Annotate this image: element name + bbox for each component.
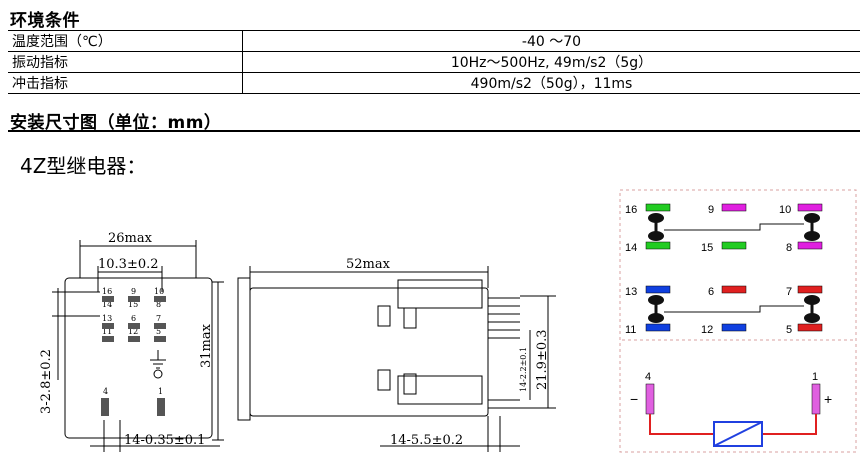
side-view-outline bbox=[249, 287, 489, 417]
coil-pin-left bbox=[645, 383, 655, 415]
schematic-pin-label: 7 bbox=[786, 286, 792, 298]
front-height-dim: 31max bbox=[199, 323, 214, 368]
relay-title: 4Z型继电器： bbox=[20, 154, 147, 178]
front-pin-dim: 14-0.35±0.1 bbox=[124, 433, 205, 448]
schematic-pin-label: 1 bbox=[812, 371, 818, 383]
front-view bbox=[52, 240, 224, 452]
schematic-pin-label: 11 bbox=[625, 324, 636, 336]
row-label: 冲击指标 bbox=[8, 72, 243, 94]
front-pin-label: 14 bbox=[102, 300, 112, 309]
schematic-pin-label: 15 bbox=[701, 242, 713, 254]
schematic-pin-label: 4 bbox=[645, 371, 651, 383]
schematic-pin-label: 10 bbox=[779, 204, 791, 216]
front-pin-label: 4 bbox=[103, 387, 108, 396]
schematic-pin-label: 14 bbox=[625, 242, 637, 254]
front-view-outline bbox=[64, 277, 213, 439]
front-pin-label: 9 bbox=[131, 287, 136, 296]
schematic-pin-label: 6 bbox=[708, 286, 714, 298]
front-pin-label: 1 bbox=[158, 387, 163, 396]
front-pin-label: 6 bbox=[131, 314, 136, 323]
table-row: 振动指标 10Hz～500Hz, 49m/s2（5g） bbox=[8, 51, 860, 73]
coil-pin-right bbox=[811, 383, 821, 415]
schematic-pin-label: 16 bbox=[625, 204, 637, 216]
schematic-frame bbox=[619, 189, 857, 453]
side-small-dim: 14-2.2±0.1 bbox=[519, 347, 528, 392]
schematic-pin-label: 5 bbox=[786, 324, 792, 336]
schematic-pin-label: 9 bbox=[708, 204, 714, 216]
schematic-pin-label: 8 bbox=[786, 242, 792, 254]
table-row: 温度范围（℃） -40 ～70 bbox=[8, 30, 860, 52]
front-pin-label: 10 bbox=[154, 287, 164, 296]
schematic-pin-label: 12 bbox=[701, 324, 713, 336]
front-pin-pads bbox=[101, 296, 166, 416]
front-pin-label: 13 bbox=[102, 314, 112, 323]
front-pin-label: 8 bbox=[156, 300, 161, 309]
row-value: 490m/s2（50g），11ms bbox=[242, 72, 860, 94]
schematic-pin-label: 13 bbox=[625, 286, 637, 298]
env-table: 温度范围（℃） -40 ～70 振动指标 10Hz～500Hz, 49m/s2（… bbox=[8, 30, 860, 94]
front-pitch-dim: 10.3±0.2 bbox=[98, 257, 159, 272]
section-divider bbox=[8, 130, 860, 132]
front-pin-label: 16 bbox=[102, 287, 112, 296]
plus-sign: + bbox=[824, 391, 832, 407]
dims-title: 安装尺寸图（单位：mm） bbox=[10, 113, 222, 133]
front-pitch-v-dim: 3-2.8±0.2 bbox=[39, 349, 54, 414]
side-pin-dim: 14-5.5±0.2 bbox=[390, 433, 463, 448]
front-width-dim: 26max bbox=[108, 231, 153, 246]
ground-icon bbox=[150, 350, 166, 379]
side-height-dim: 21.9±0.3 bbox=[535, 329, 550, 390]
front-pin-label: 12 bbox=[128, 327, 138, 336]
front-pin-label: 11 bbox=[102, 327, 112, 336]
side-view bbox=[237, 266, 556, 452]
row-label: 振动指标 bbox=[8, 51, 243, 73]
minus-sign: − bbox=[630, 391, 638, 407]
front-pin-label: 7 bbox=[156, 314, 161, 323]
env-title: 环境条件 bbox=[10, 11, 80, 31]
schematic bbox=[619, 189, 857, 453]
side-length-dim: 52max bbox=[346, 257, 391, 272]
front-pin-label: 5 bbox=[156, 327, 161, 336]
table-row: 冲击指标 490m/s2（50g），11ms bbox=[8, 72, 860, 94]
front-pin-label: 15 bbox=[128, 300, 138, 309]
